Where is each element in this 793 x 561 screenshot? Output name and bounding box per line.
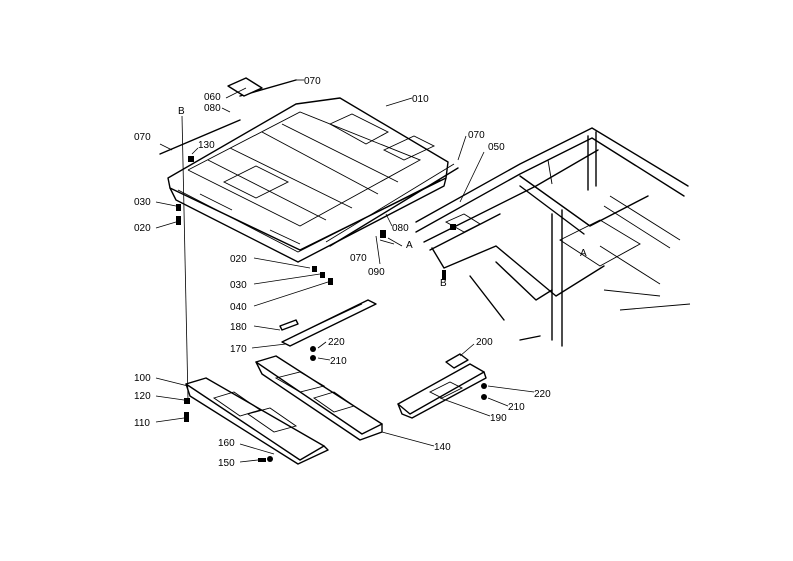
callout-220: 220 xyxy=(328,337,345,348)
callout-labels: 010 070 060 080 B 070 130 070 050 030 02… xyxy=(134,76,587,469)
callout-030: 030 xyxy=(134,197,151,208)
callout-220: 220 xyxy=(534,389,551,400)
callout-010: 010 xyxy=(412,94,429,105)
callout-020: 020 xyxy=(230,254,247,265)
callout-210: 210 xyxy=(508,402,525,413)
callout-070: 070 xyxy=(134,132,151,143)
roof-panel xyxy=(167,97,449,263)
callout-180: 180 xyxy=(230,322,247,333)
lower-tray-190 xyxy=(397,363,487,419)
ref-b: B xyxy=(440,278,447,289)
pad-060 xyxy=(227,77,263,97)
lower-tray-100 xyxy=(185,377,329,465)
callout-130: 130 xyxy=(198,140,215,151)
callout-160: 160 xyxy=(218,438,235,449)
callout-030: 030 xyxy=(230,280,247,291)
callout-140: 140 xyxy=(434,442,451,453)
ref-b: B xyxy=(178,106,185,117)
strip-170-180 xyxy=(279,299,377,347)
callout-080: 080 xyxy=(392,223,409,234)
callout-170: 170 xyxy=(230,344,247,355)
clip-200 xyxy=(445,353,469,369)
callout-020: 020 xyxy=(134,223,151,234)
callout-200: 200 xyxy=(476,337,493,348)
callout-110: 110 xyxy=(134,418,150,429)
callout-050: 050 xyxy=(488,142,505,153)
leader-lines xyxy=(155,79,535,463)
bolt-set xyxy=(176,156,487,462)
ref-a: A xyxy=(580,248,587,259)
callout-100: 100 xyxy=(134,373,151,384)
callout-070: 070 xyxy=(468,130,485,141)
lower-tray-140 xyxy=(255,355,383,441)
callout-040: 040 xyxy=(230,302,247,313)
callout-120: 120 xyxy=(134,391,151,402)
cab-frame xyxy=(415,127,691,347)
callout-060: 060 xyxy=(204,92,221,103)
callout-150: 150 xyxy=(218,458,235,469)
callout-070: 070 xyxy=(304,76,321,87)
callout-070: 070 xyxy=(350,253,367,264)
callout-080: 080 xyxy=(204,103,221,114)
callout-210: 210 xyxy=(330,356,347,367)
callout-090: 090 xyxy=(368,267,385,278)
callout-190: 190 xyxy=(490,413,507,424)
ref-a: A xyxy=(406,240,413,251)
